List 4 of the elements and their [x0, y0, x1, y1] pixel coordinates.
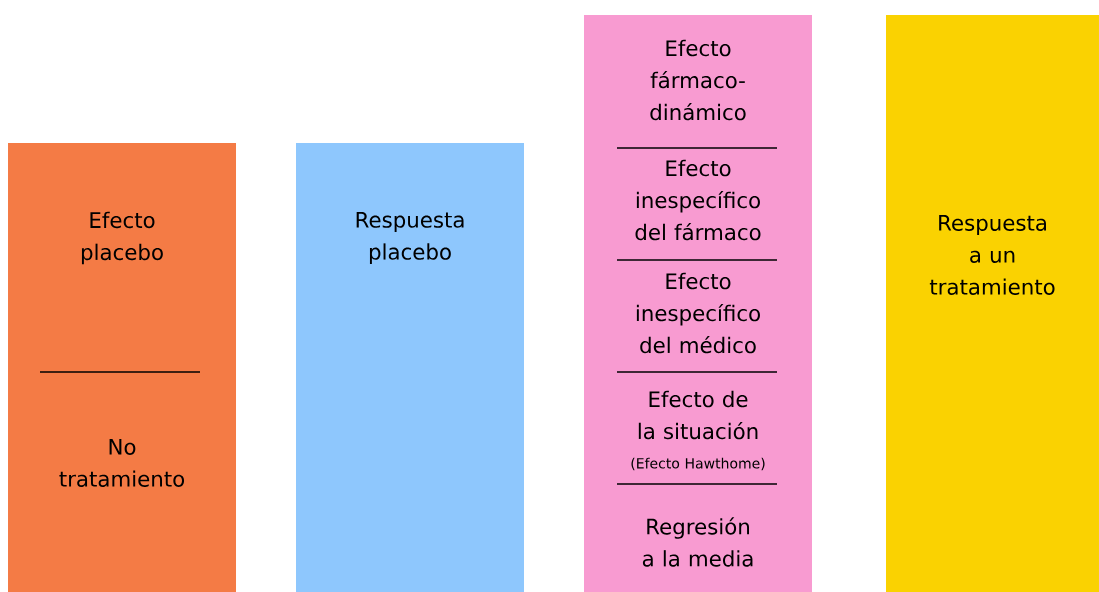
bar: Respuesta a un tratamiento: [886, 15, 1099, 592]
bar: Efecto placebo No tratamiento: [8, 143, 236, 592]
bar: Efecto fármaco-dinámico Efecto inespecífico del fármaco Efecto inespecífico del médico Efecto de la situación (Efecto Hawthome) Regresión a la media: [584, 15, 812, 592]
bar: Respuesta placebo: [296, 143, 524, 592]
